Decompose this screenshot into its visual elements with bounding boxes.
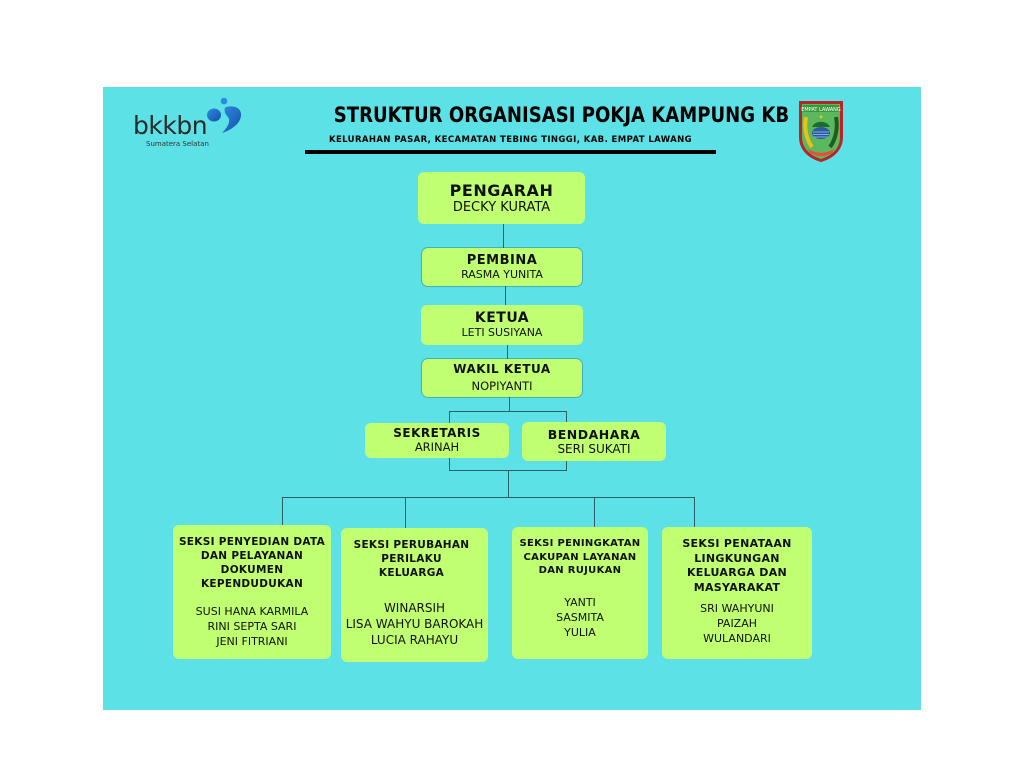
member-name: LUCIA RAHAYU [370, 633, 459, 647]
seksi-title-line: DAN RUJUKAN [538, 565, 622, 576]
seksi-title-line: DAN PELAYANAN [200, 550, 304, 562]
member-name: LISA WAHYU BAROKAH [345, 617, 484, 631]
member-name: YULIA [564, 625, 596, 639]
seksi-members: WINARSIH LISA WAHYU BAROKAH LUCIA RAHAYU [341, 600, 488, 648]
seksi-title-line: SEKSI PENATAAN [682, 537, 792, 550]
seksi-title-line: MASYARAKAT [693, 580, 781, 594]
node-role: BENDAHARA [547, 426, 641, 442]
node-seksi-2: SEKSI PERUBAHAN PERILAKU KELUARGA WINARS… [341, 528, 488, 662]
bkkbn-tagline: Sumatera Selatan [146, 140, 209, 148]
node-name: RASMA YUNITA [461, 267, 543, 281]
seksi-title-line: SEKSI PENINGKATAN [519, 538, 641, 549]
node-role: WAKIL KETUA [453, 362, 551, 376]
connector-pengarah-pembina [503, 224, 504, 248]
seksi-title: SEKSI PENATAAN LINGKUNGAN KELUARGA DAN M… [662, 537, 812, 595]
connector-pembina-ketua [505, 286, 506, 306]
seksi-title: SEKSI PENINGKATAN CAKUPAN LAYANAN DAN RU… [512, 537, 648, 578]
chart-subtitle: KELURAHAN PASAR, KECAMATAN TEBING TINGGI… [328, 135, 693, 145]
member-name: WULANDARI [703, 632, 771, 645]
node-name: SERI SUKATI [557, 441, 631, 456]
node-name: LETI SUSIYANA [461, 326, 543, 339]
member-name: YANTI [564, 595, 596, 609]
svg-text:✦: ✦ [818, 114, 823, 121]
node-sekretaris: SEKRETARIS ARINAH [365, 423, 509, 458]
seksi-members: SUSI HANA KARMILA RINI SEPTA SARI JENI F… [173, 604, 331, 649]
bkkbn-logo: bkkbn Sumatera Selatan [130, 95, 245, 153]
seksi-title-line: DOKUMEN [220, 564, 284, 576]
connector-seksi-3 [594, 497, 595, 527]
node-pembina: PEMBINA RASMA YUNITA [422, 248, 582, 286]
title-underline [305, 150, 716, 154]
connector-seksi-bar [282, 497, 695, 498]
connector-seksi-2 [405, 497, 406, 528]
node-name: DECKY KURATA [452, 199, 551, 215]
seksi-title: SEKSI PERUBAHAN PERILAKU KELUARGA [341, 538, 488, 580]
seksi-members: YANTI SASMITA YULIA [512, 595, 648, 640]
node-bendahara: BENDAHARA SERI SUKATI [522, 422, 666, 461]
connector-ketua-wakil [507, 345, 508, 359]
node-name: NOPIYANTI [471, 379, 533, 393]
member-name: SASMITA [556, 610, 604, 624]
seksi-title-line: KEPENDUDUKAN [200, 578, 304, 590]
seksi-title-line: CAKUPAN LAYANAN [523, 551, 637, 563]
node-role: PENGARAH [449, 180, 554, 200]
seksi-title-line: PERILAKU [381, 553, 442, 565]
seksi-title-line: LINGKUNGAN [694, 551, 780, 565]
member-name: RINI SEPTA SARI [207, 620, 297, 633]
connector-seksi-1 [282, 497, 283, 525]
node-wakil-ketua: WAKIL KETUA NOPIYANTI [422, 359, 582, 397]
seksi-members: SRI WAHYUNI PAIZAH WULANDARI [662, 601, 812, 646]
member-name: PAIZAH [716, 617, 758, 630]
connector-to-seksi [508, 470, 509, 498]
empat-lawang-emblem: EMPAT LAWANG ✦ [796, 97, 846, 163]
member-name: SRI WAHYUNI [700, 602, 774, 615]
seksi-title-line: KELUARGA [378, 567, 445, 579]
seksi-title: SEKSI PENYEDIAN DATA DAN PELAYANAN DOKUM… [173, 535, 331, 591]
node-pengarah: PENGARAH DECKY KURATA [418, 172, 585, 224]
member-name: WINARSIH [383, 601, 446, 615]
emblem-text: EMPAT LAWANG [801, 107, 841, 113]
node-role: SEKRETARIS [393, 426, 481, 440]
bkkbn-heart-logo-icon [207, 97, 242, 133]
node-ketua: KETUA LETI SUSIYANA [421, 305, 583, 345]
connector-seksi-4 [694, 497, 695, 527]
node-seksi-4: SEKSI PENATAAN LINGKUNGAN KELUARGA DAN M… [662, 527, 812, 659]
node-role: PEMBINA [466, 252, 538, 268]
connector-wakil-down [509, 397, 510, 411]
node-name: ARINAH [414, 440, 460, 454]
empat-lawang-emblem-icon: EMPAT LAWANG ✦ [799, 101, 843, 162]
member-name: SUSI HANA KARMILA [195, 605, 309, 618]
seksi-title-line: SEKSI PERUBAHAN [353, 539, 470, 551]
node-seksi-3: SEKSI PENINGKATAN CAKUPAN LAYANAN DAN RU… [512, 527, 648, 659]
connector-sek-bend-top [449, 411, 566, 412]
node-seksi-1: SEKSI PENYEDIAN DATA DAN PELAYANAN DOKUM… [173, 525, 331, 659]
node-role: KETUA [474, 310, 530, 326]
member-name: JENI FITRIANI [216, 635, 288, 648]
seksi-title-line: SEKSI PENYEDIAN DATA [178, 536, 326, 548]
bkkbn-wordmark: bkkbn [133, 111, 208, 140]
chart-title: STRUKTUR ORGANISASI POKJA KAMPUNG KB [333, 103, 790, 127]
seksi-title-line: KELUARGA DAN [686, 566, 788, 579]
